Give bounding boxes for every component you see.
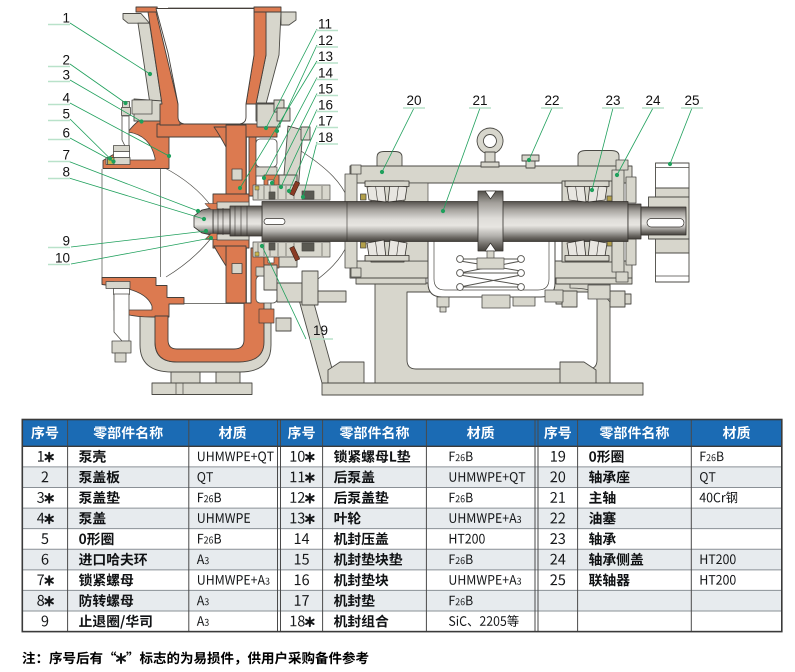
svg-text:25: 25 bbox=[684, 93, 699, 108]
svg-text:22: 22 bbox=[544, 93, 559, 108]
svg-text:9: 9 bbox=[62, 234, 70, 249]
svg-text:17: 17 bbox=[318, 114, 333, 129]
svg-text:15: 15 bbox=[318, 82, 333, 97]
svg-text:13: 13 bbox=[318, 49, 333, 64]
svg-text:2: 2 bbox=[62, 53, 70, 68]
svg-text:3: 3 bbox=[62, 68, 70, 83]
svg-text:10: 10 bbox=[55, 251, 70, 266]
svg-text:7: 7 bbox=[62, 148, 70, 163]
svg-text:24: 24 bbox=[645, 93, 661, 108]
svg-text:18: 18 bbox=[318, 130, 333, 145]
svg-text:4: 4 bbox=[62, 91, 70, 106]
svg-text:5: 5 bbox=[62, 107, 70, 122]
svg-text:16: 16 bbox=[318, 98, 333, 113]
svg-text:1: 1 bbox=[62, 11, 70, 26]
svg-text:8: 8 bbox=[62, 165, 70, 180]
svg-text:21: 21 bbox=[472, 93, 487, 108]
svg-text:20: 20 bbox=[406, 93, 421, 108]
svg-text:6: 6 bbox=[62, 126, 70, 141]
svg-text:19: 19 bbox=[313, 323, 328, 338]
svg-text:23: 23 bbox=[605, 93, 620, 108]
svg-text:14: 14 bbox=[318, 66, 334, 81]
svg-text:12: 12 bbox=[318, 33, 333, 48]
svg-text:11: 11 bbox=[318, 17, 332, 32]
